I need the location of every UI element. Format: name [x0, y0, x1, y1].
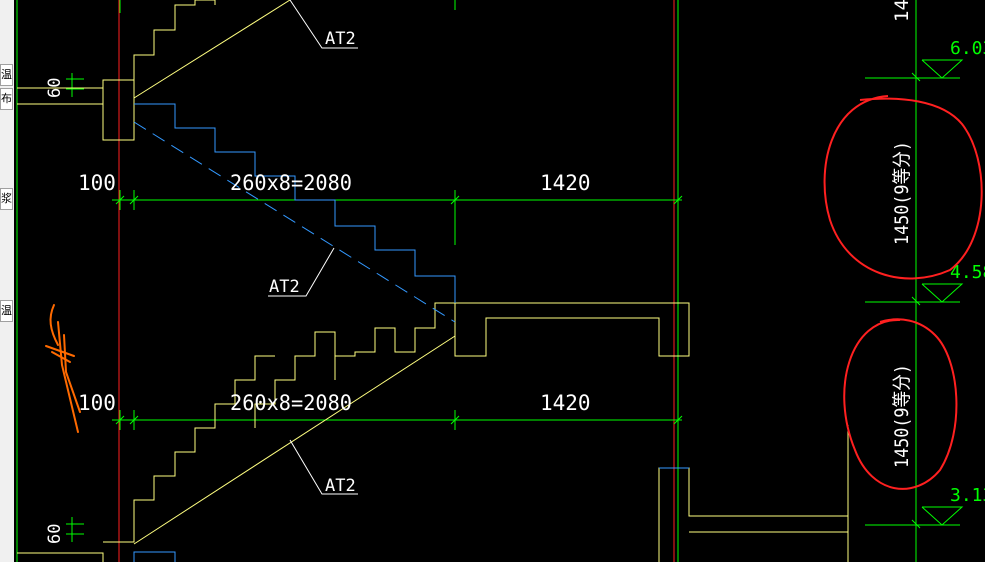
upper-landing-beam — [17, 79, 135, 141]
level-value-top: 6.03 — [950, 38, 985, 59]
level-symbol-middle — [921, 283, 964, 303]
dimension-arrow — [129, 195, 139, 205]
leader-at2-bottom — [289, 439, 358, 495]
dimension-row-upper — [112, 190, 683, 245]
dim-landing-width-upper: 1420 — [540, 171, 591, 195]
label-leaders — [268, 0, 358, 495]
sketch-stroke — [63, 334, 81, 413]
sketch-stroke — [49, 304, 59, 346]
hidden-stair-steps-bottom — [133, 551, 176, 562]
level-symbol-bottom — [921, 506, 964, 526]
stair-steps-lower-c — [334, 302, 455, 380]
dim-left-offset-upper: 100 — [78, 171, 116, 195]
panel-item[interactable]: 温 — [0, 64, 13, 86]
dim-flight-height-upper: 1450(9等分) — [891, 141, 913, 245]
middle-landing — [454, 302, 690, 357]
dim-flight-height-partial: 14 — [891, 0, 913, 22]
hidden-stair-flight — [133, 103, 689, 562]
panel-item-label: 温 — [1, 68, 12, 81]
slab-thickness-dim-bottom — [66, 517, 84, 542]
dim-landing-width-lower: 1420 — [540, 391, 591, 415]
flight-label-bottom: AT2 — [325, 476, 356, 496]
panel-item-label: 温 — [1, 304, 12, 317]
dimension-row-lower — [112, 410, 683, 430]
dimension-arrow — [673, 415, 683, 425]
markup-circle-upper — [823, 95, 983, 280]
lower-landing-slab — [17, 552, 104, 562]
panel-item[interactable]: 温 — [0, 300, 13, 322]
markup-circle-lower — [843, 318, 958, 490]
markup-annotations — [823, 95, 983, 490]
dimension-arrow — [129, 415, 139, 425]
flight-label-middle: AT2 — [269, 277, 300, 297]
dimension-arrow — [115, 415, 125, 425]
dimension-arrow — [673, 195, 683, 205]
sketch-stroke — [45, 345, 75, 357]
dim-flight-height-lower: 1450(9等分) — [891, 364, 913, 468]
level-value-bottom: 3.13 — [950, 485, 985, 506]
panel-item[interactable]: 布 — [0, 88, 13, 110]
dimension-arrow — [450, 195, 460, 205]
leader-at2-top — [289, 0, 358, 49]
stair-steps-lower-a — [133, 355, 275, 525]
panel-item-label: 布 — [1, 92, 12, 105]
dimension-arrow — [911, 72, 921, 82]
dim-left-offset-lower: 100 — [78, 391, 116, 415]
panel-item-label: 浆 — [1, 192, 12, 205]
lower-landing-beam — [103, 525, 135, 543]
hidden-stair-slab — [133, 121, 456, 323]
dimension-arrow — [911, 296, 921, 306]
sketch-mark — [45, 304, 81, 433]
panel-item[interactable]: 浆 — [0, 188, 13, 210]
side-panel: 温 布 浆 温 — [0, 0, 14, 562]
stair-slab-upper — [133, 0, 291, 99]
dim-slab-thickness-top: 60 — [45, 78, 65, 98]
dim-slab-thickness-bottom: 60 — [45, 524, 65, 544]
sketch-stroke — [51, 351, 71, 363]
flight-label-top: AT2 — [325, 29, 356, 49]
stair-steps-lower-b — [254, 331, 336, 428]
stair-steps-upper — [133, 0, 215, 80]
level-symbol-top — [921, 59, 964, 79]
level-symbols — [911, 59, 964, 529]
sketch-stroke — [57, 321, 79, 433]
dimension-arrow — [911, 519, 921, 529]
slab-thickness-dim-top — [66, 73, 84, 97]
stair-geometry — [17, 0, 849, 562]
dim-stair-run-lower: 260x8=2080 — [230, 391, 352, 415]
dimension-arrow — [115, 195, 125, 205]
level-value-middle: 4.58 — [950, 262, 985, 283]
stair-slab-lower — [133, 335, 456, 545]
dim-stair-run-upper: 260x8=2080 — [230, 171, 352, 195]
hidden-stair-steps — [134, 103, 456, 303]
dimension-arrow — [450, 415, 460, 425]
leader-at2-middle — [268, 247, 335, 297]
